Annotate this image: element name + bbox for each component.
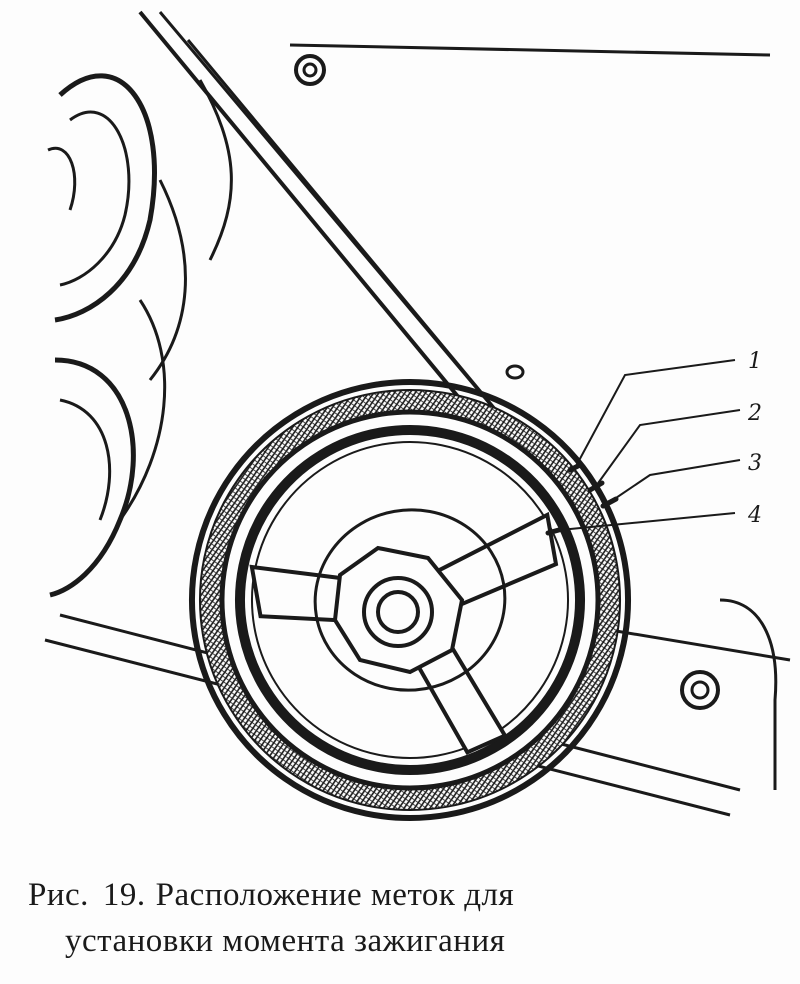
small-hole <box>505 364 525 380</box>
hub-nut <box>332 545 465 675</box>
caption-line-2: установки момента зажигания <box>65 923 506 959</box>
caption-prefix: Рис. <box>28 877 89 913</box>
callout-2: 2 <box>747 401 762 426</box>
lower-pulley <box>49 357 136 598</box>
figure-caption: Рис. 19.Расположение меток для установки … <box>28 872 788 964</box>
caption-line-1-text: Расположение меток для <box>155 877 515 913</box>
pulley-timing-marks-illustration: 1 2 3 4 <box>44 10 791 821</box>
callout-leaders <box>559 359 741 531</box>
callout-1: 1 <box>748 349 762 374</box>
callout-3: 3 <box>748 451 762 476</box>
callout-4: 4 <box>747 503 762 528</box>
generator-pulley <box>47 73 157 323</box>
timing-mark-2 <box>587 480 605 493</box>
bolt-right <box>680 670 720 710</box>
caption-number: 19. <box>102 877 146 913</box>
caption-line-1: Рис. 19.Расположение меток для <box>28 872 788 918</box>
bolt-top <box>294 54 326 86</box>
callout-labels: 1 2 3 4 <box>747 349 762 528</box>
